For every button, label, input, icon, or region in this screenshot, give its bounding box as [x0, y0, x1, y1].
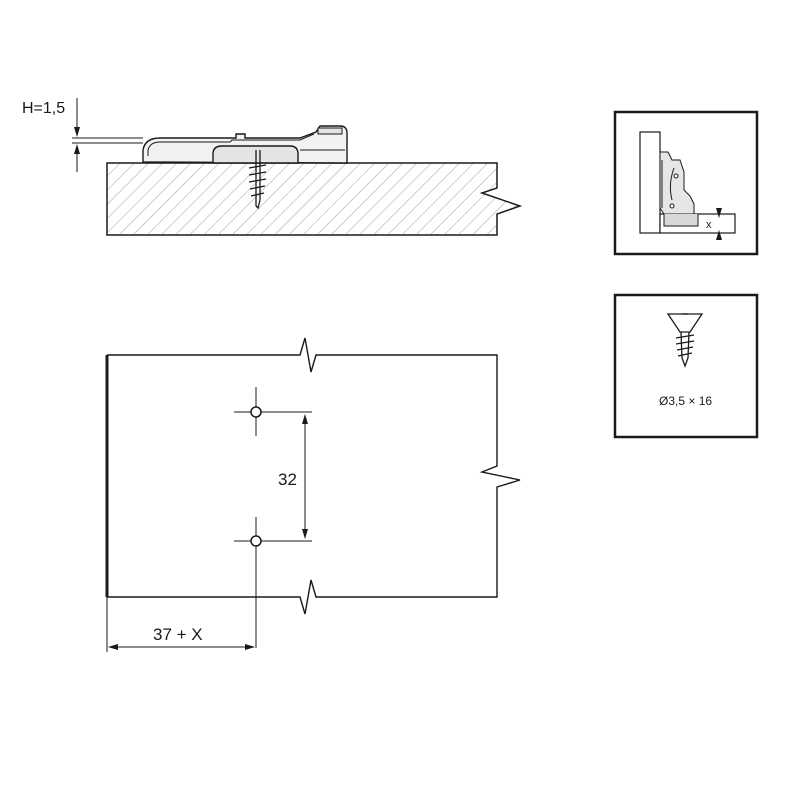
hinge-x-label: x: [706, 219, 712, 231]
screw-icon: [666, 313, 704, 368]
screw-hole-lower: [234, 517, 312, 648]
height-dimension: [72, 98, 143, 172]
hole-spacing-label: 32: [278, 470, 297, 489]
hinge-inset: x: [613, 110, 759, 256]
side-board-section: [106, 162, 523, 236]
mounting-plate-side: [142, 125, 348, 164]
screw-spec-label: Ø3,5 × 16: [659, 394, 712, 408]
front-board-outline: [107, 337, 521, 615]
side-view: H=1,5: [22, 98, 523, 236]
screw-side: [248, 150, 267, 210]
offset-label: 37 + X: [153, 625, 203, 644]
front-view: 32 37 + X: [105, 337, 521, 652]
height-label: H=1,5: [22, 100, 65, 117]
screw-hole-upper: [234, 387, 312, 436]
screw-inset: Ø3,5 × 16: [613, 293, 759, 439]
